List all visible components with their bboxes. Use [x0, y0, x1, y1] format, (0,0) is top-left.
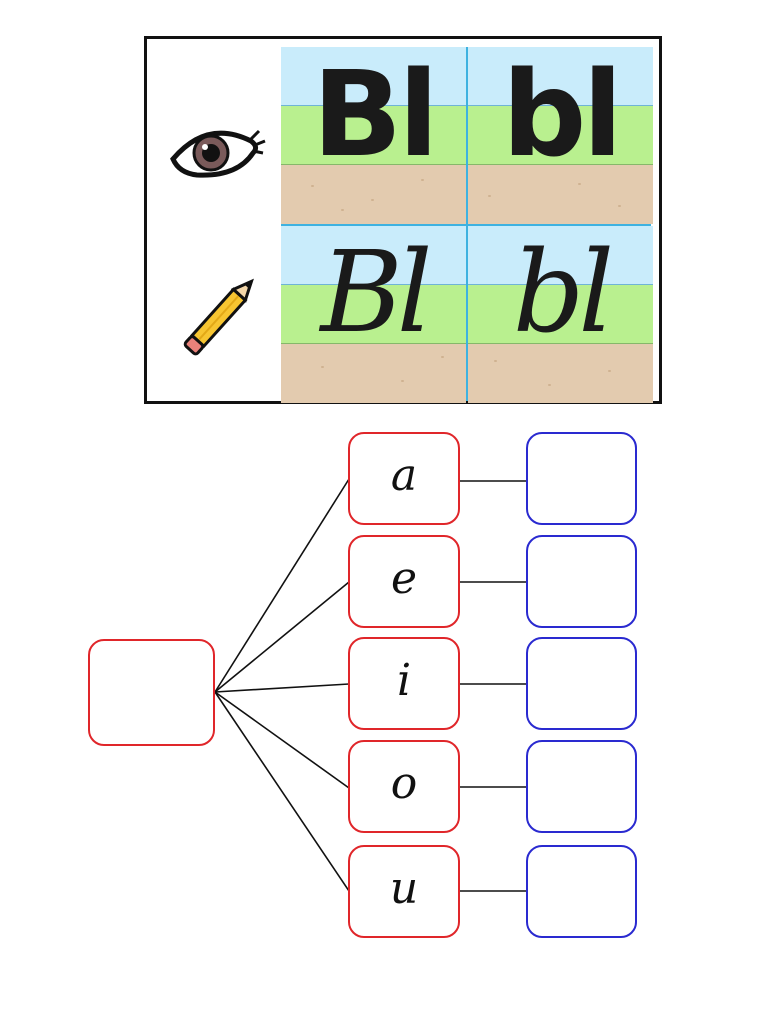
syllable-input-box[interactable] [88, 639, 215, 746]
connector-line [214, 478, 350, 693]
connector-line [214, 691, 350, 892]
printed-lowercase: bl [502, 45, 623, 183]
printed-uppercase: Bl [312, 45, 438, 183]
vowel-box-o: o [348, 740, 460, 833]
answer-box-u[interactable] [526, 845, 637, 938]
vowel-letter: a [390, 450, 418, 501]
connector-line [214, 691, 350, 789]
answer-box-e[interactable] [526, 535, 637, 628]
grid-cell [281, 226, 466, 403]
answer-box-o[interactable] [526, 740, 637, 833]
answer-box-i[interactable] [526, 637, 637, 730]
vowel-letter: e [390, 553, 418, 604]
vowel-box-a: a [348, 432, 460, 525]
vowel-letter: i [396, 655, 412, 706]
vowel-box-i: i [348, 637, 460, 730]
grid-divider-horizontal [281, 224, 651, 226]
grid-cell [468, 47, 653, 224]
vowel-letter: o [390, 758, 418, 809]
syllable-card: Bl bl Bl bl [144, 36, 662, 404]
pencil-icon [183, 278, 254, 356]
connector-line [214, 581, 350, 693]
answer-box-a[interactable] [526, 432, 637, 525]
connector-line [214, 683, 350, 693]
vowel-box-e: e [348, 535, 460, 628]
letter-grid: Bl bl Bl bl [281, 45, 653, 403]
cursive-lowercase: bl [512, 228, 615, 358]
vowel-letter: u [389, 863, 419, 914]
vowel-box-u: u [348, 845, 460, 938]
eye-icon [170, 129, 266, 178]
grid-cell [281, 47, 466, 224]
grid-cell [468, 226, 653, 403]
cursive-uppercase: Bl [320, 228, 432, 358]
